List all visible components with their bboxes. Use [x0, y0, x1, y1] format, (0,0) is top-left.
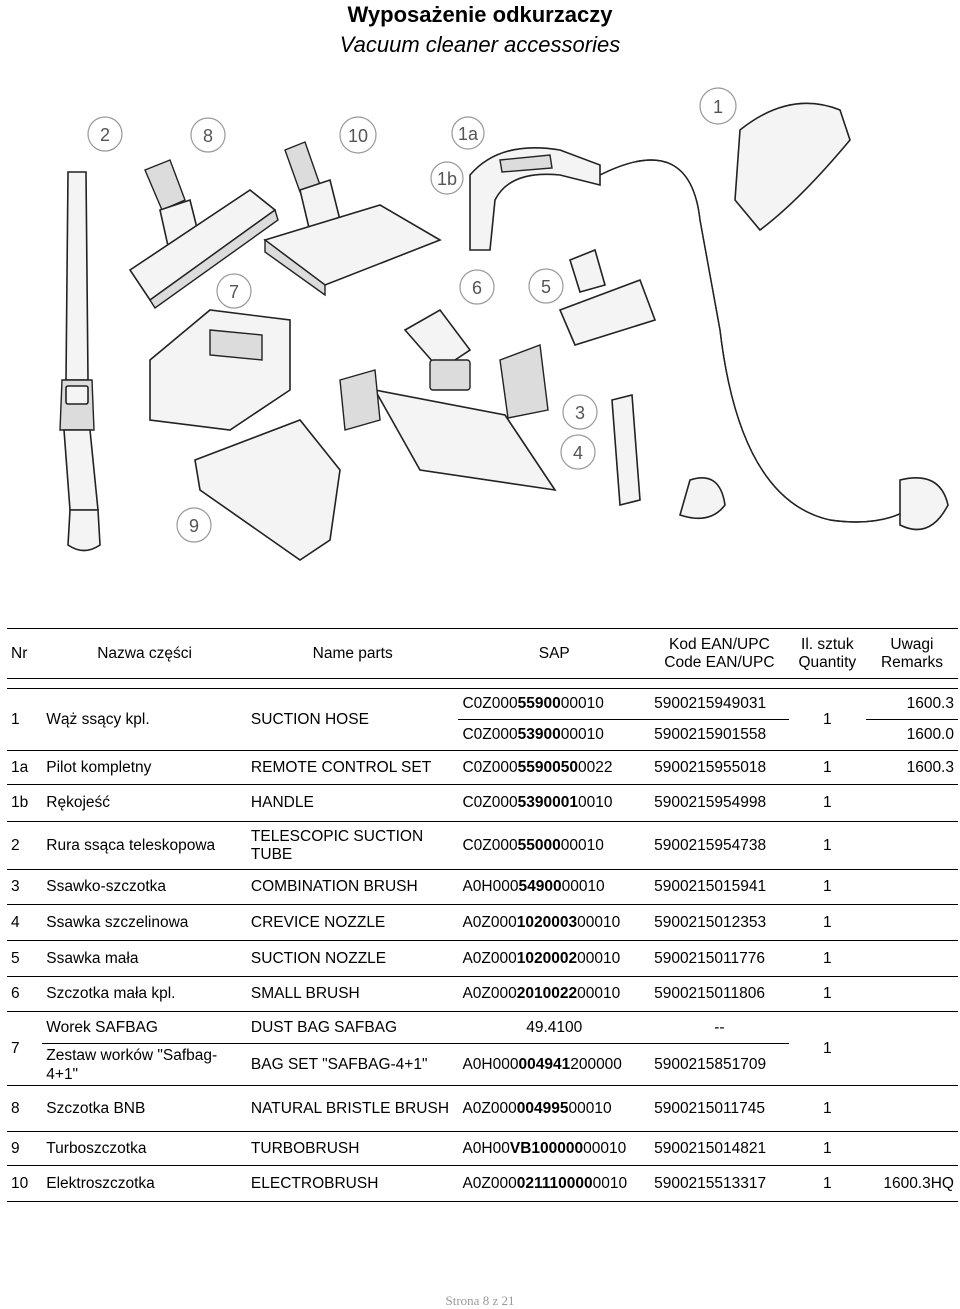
svg-text:3: 3	[575, 403, 585, 423]
sap-code: A0Z000102000200010	[458, 940, 651, 977]
sap-code: C0Z0005590000010	[458, 688, 651, 720]
handle-remote-illustration	[469, 147, 601, 251]
header-quantity: Il. sztuk Quantity	[788, 628, 866, 679]
sap-code: A0H000004941200000	[458, 1043, 651, 1086]
accessories-drawing: 1 2 8 10 1a 1b 7 6 5 3 4 9	[59, 87, 949, 561]
table-row: 6 Szczotka mała kpl. SMALL BRUSH A0Z0002…	[7, 976, 958, 1012]
svg-text:1b: 1b	[437, 169, 457, 189]
bristle-brush-illustration	[128, 159, 279, 310]
sap-code: A0H0005490000010	[458, 869, 651, 905]
sap-code: A0H00VB10000000010	[458, 1131, 651, 1166]
sap-code: A0Z00000499500010	[458, 1085, 651, 1132]
sap-code: C0Z00053900010010	[458, 784, 651, 822]
svg-text:7: 7	[229, 282, 239, 302]
table-row: 10 Elektroszczotka ELECTROBRUSH A0Z00002…	[7, 1165, 958, 1202]
table-row: 1b Rękojeść HANDLE C0Z00053900010010 590…	[7, 784, 958, 822]
svg-text:9: 9	[189, 516, 199, 536]
callout-5: 5	[528, 268, 564, 304]
header-nr: Nr	[7, 628, 43, 679]
page-footer: Strona 8 z 21	[445, 1293, 515, 1308]
dust-bag-illustration	[149, 309, 291, 431]
sap-code: C0Z0005390000010	[458, 719, 651, 751]
small-brush-illustration	[403, 308, 472, 391]
callout-1a: 1a	[451, 116, 485, 150]
callout-2: 2	[87, 116, 123, 152]
table-row: 2 Rura ssąca teleskopowa TELESCOPIC SUCT…	[7, 821, 958, 870]
sap-code: 49.4100	[458, 1011, 651, 1044]
table-row: 3 Ssawko-szczotka COMBINATION BRUSH A0H0…	[7, 869, 958, 905]
callout-1b: 1b	[430, 161, 464, 195]
table-row: 1 Wąż ssący kpl. SUCTION HOSE C0Z0005590…	[7, 688, 958, 751]
suction-nozzle-illustration	[558, 248, 657, 346]
callout-6: 6	[459, 269, 495, 305]
callout-10: 10	[339, 116, 377, 154]
sap-code: C0Z00055900500022	[458, 750, 651, 785]
turbobrush-illustration	[194, 369, 381, 561]
ean-code: 5900215949031	[650, 688, 789, 720]
svg-text:5: 5	[541, 277, 551, 297]
ean-code: 5900215901558	[650, 719, 789, 751]
svg-text:4: 4	[573, 443, 583, 463]
table-row: 7 Worek SAFBAG DUST BAG SAFBAG 49.4100 -…	[7, 1011, 958, 1086]
callout-8: 8	[190, 117, 226, 153]
callout-1: 1	[699, 87, 737, 125]
suction-hose-illustration	[599, 102, 949, 531]
svg-text:2: 2	[100, 125, 110, 145]
header-english-name: Name parts	[246, 628, 459, 679]
callout-3: 3	[562, 394, 598, 430]
sap-code: A0Z000102000300010	[458, 904, 651, 941]
callout-7: 7	[216, 273, 252, 309]
title-english: Vacuum cleaner accessories	[339, 32, 621, 57]
table-row: 4 Ssawka szczelinowa CREVICE NOZZLE A0Z0…	[7, 904, 958, 941]
svg-text:10: 10	[348, 126, 368, 146]
sap-code: A0Z0000211100000010	[458, 1165, 651, 1202]
table-row: 9 Turboszczotka TURBOBRUSH A0H00VB100000…	[7, 1131, 958, 1166]
table-header-row: Nr Nazwa części Name parts SAP Kod EAN/U…	[7, 628, 958, 679]
telescopic-tube-illustration	[59, 171, 101, 552]
table-row: Zestaw worków "Safbag-4+1" BAG SET "SAFB…	[7, 1043, 958, 1086]
svg-text:6: 6	[472, 278, 482, 298]
callout-9: 9	[176, 507, 212, 543]
table-row: 8 Szczotka BNB NATURAL BRISTLE BRUSH A0Z…	[7, 1085, 958, 1132]
crevice-nozzle-illustration	[611, 393, 641, 507]
table-row: 1a Pilot kompletny REMOTE CONTROL SET C0…	[7, 750, 958, 785]
sap-code: C0Z0005500000010	[458, 821, 651, 870]
parts-table: Nr Nazwa części Name parts SAP Kod EAN/U…	[7, 628, 958, 1202]
table-row: 5 Ssawka mała SUCTION NOZZLE A0Z00010200…	[7, 940, 958, 977]
title-polish: Wyposażenie odkurzaczy	[347, 2, 613, 27]
svg-text:1: 1	[713, 97, 723, 117]
combination-brush-illustration	[373, 344, 557, 492]
header-sap: SAP	[458, 628, 651, 679]
page-title-block: Wyposażenie odkurzaczy Vacuum cleaner ac…	[0, 2, 960, 62]
electrobrush-illustration	[263, 141, 442, 297]
callout-4: 4	[560, 434, 596, 470]
svg-text:8: 8	[203, 126, 213, 146]
sap-code: A0Z000201002200010	[458, 976, 651, 1012]
header-remarks: Uwagi Remarks	[865, 628, 958, 679]
header-polish-name: Nazwa części	[42, 628, 247, 679]
svg-text:1a: 1a	[458, 124, 479, 144]
header-ean: Kod EAN/UPC Code EAN/UPC	[650, 628, 789, 679]
